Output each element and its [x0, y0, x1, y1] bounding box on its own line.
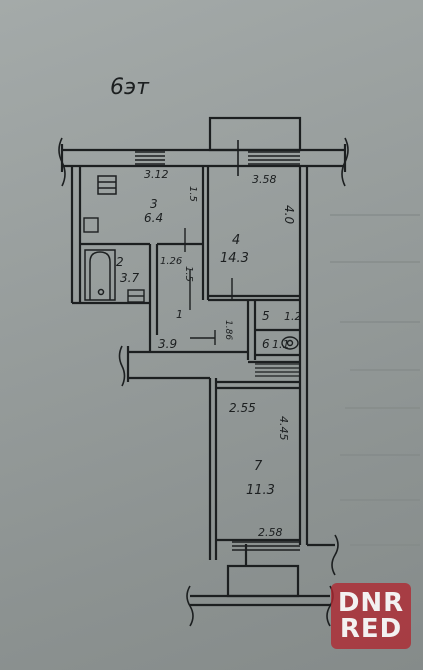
- bath-width-dimension: 1.26: [160, 256, 182, 267]
- toilet-icon: [281, 336, 299, 350]
- hall-mark-dimension: 1.86: [223, 320, 233, 340]
- washbasin-icon: [127, 289, 145, 303]
- stove-icon: [97, 175, 117, 195]
- kitchen-window-dimension: 3.12: [144, 168, 169, 181]
- room-4-number: 4: [232, 233, 240, 248]
- room4-depth-dimension: 4.0: [282, 205, 296, 224]
- room-3-number: 3: [150, 197, 158, 211]
- bathtub-icon: [84, 249, 116, 301]
- room-6-area: 1.1: [272, 338, 290, 351]
- background-form-lines: [330, 214, 420, 546]
- door-marks: [184, 228, 233, 345]
- room-2-area: 3.7: [120, 271, 139, 285]
- window-openings: [135, 140, 300, 551]
- watermark-line-2: RED: [339, 614, 403, 644]
- room-3-area: 6.4: [144, 211, 163, 225]
- room-2-number: 2: [116, 255, 124, 269]
- room-1-number: 1: [176, 308, 183, 321]
- room-4-area: 14.3: [220, 251, 249, 266]
- hall-depth-dimension: 1.5: [183, 266, 194, 282]
- break-marks: [58, 137, 349, 627]
- dnr-red-watermark: DNR RED: [331, 583, 411, 649]
- threshold-hatch: [255, 363, 300, 377]
- watermark-line-1: DNR: [337, 588, 405, 618]
- kitchen-depth-dimension: 1.5: [187, 186, 198, 202]
- room7-top-dimension: 2.55: [229, 401, 256, 415]
- room-5-number: 5: [262, 309, 270, 323]
- sink-icon: [83, 217, 99, 233]
- room4-window-dimension: 3.58: [252, 173, 277, 186]
- room-1-area: 3.9: [158, 337, 177, 351]
- floor-label: 6эт: [110, 75, 150, 100]
- walls: [60, 116, 347, 607]
- room-7-number: 7: [254, 459, 263, 474]
- room-5-area: 1.2: [284, 310, 302, 323]
- room7-depth-dimension: 4.45: [277, 416, 290, 441]
- room-7-area: 11.3: [246, 483, 275, 498]
- room7-bottom-dimension: 2.58: [258, 526, 283, 539]
- room-6-number: 6: [262, 337, 270, 351]
